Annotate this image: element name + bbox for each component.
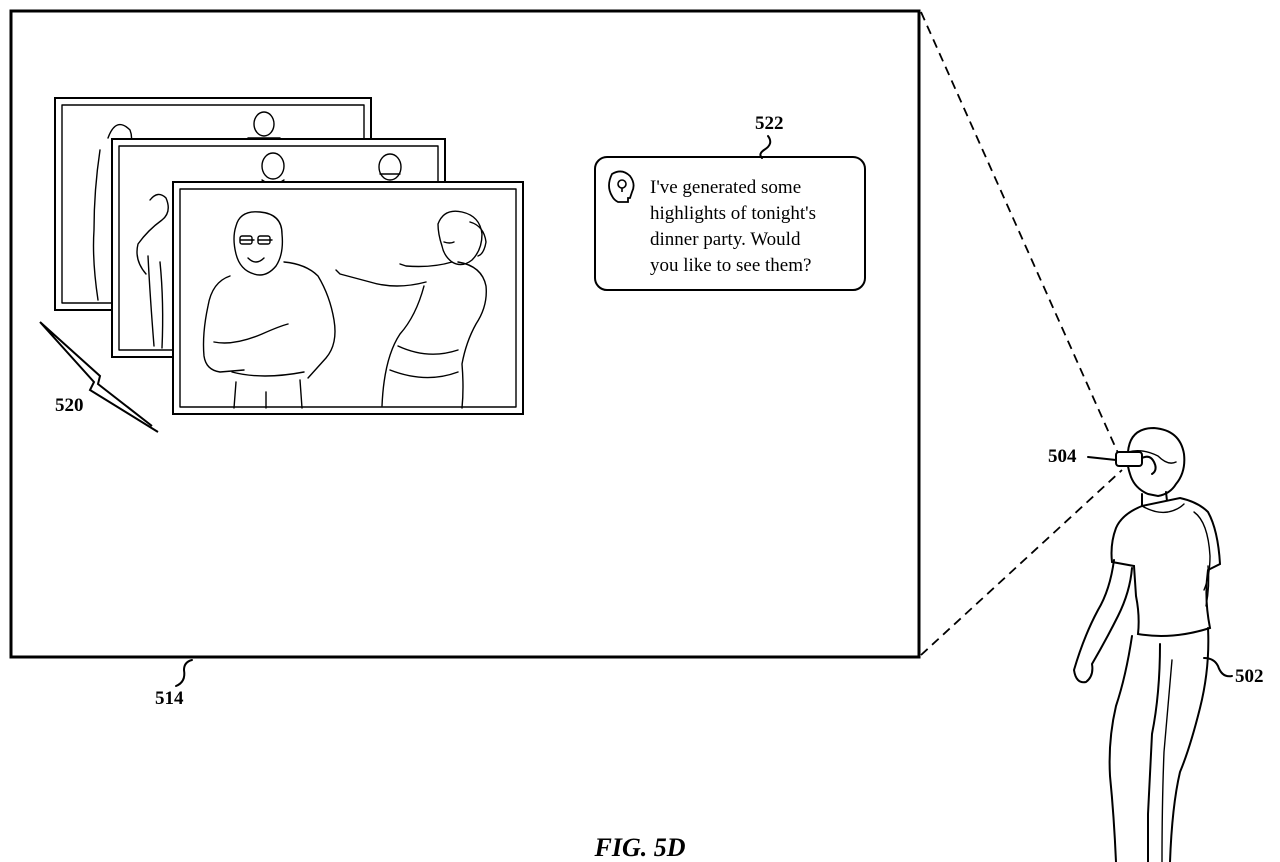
ref-label-user: 502 bbox=[1235, 666, 1264, 687]
highlight-card-front[interactable] bbox=[172, 181, 524, 415]
ref-label-headset: 504 bbox=[1048, 446, 1077, 467]
highlights-stack[interactable] bbox=[39, 97, 524, 433]
ref-label-display: 514 bbox=[155, 688, 184, 709]
figure-caption: FIG. 5D bbox=[593, 833, 685, 862]
projection-lines bbox=[920, 11, 1123, 656]
photo-laughing-man bbox=[202, 211, 336, 409]
notification-line-4: you like to see them? bbox=[650, 255, 811, 276]
ref-leader-headset bbox=[1087, 456, 1117, 461]
ref-label-highlights: 520 bbox=[55, 395, 84, 416]
notification-bubble[interactable]: I've generated some highlights of tonigh… bbox=[594, 156, 866, 291]
photo-pointing-woman bbox=[335, 210, 487, 409]
notification-line-1: I've generated some bbox=[650, 177, 801, 198]
ref-leader-user bbox=[1203, 657, 1233, 678]
ref-label-notification: 522 bbox=[755, 113, 784, 134]
ref-leader-notification bbox=[759, 135, 772, 159]
stack-bracket bbox=[39, 321, 159, 433]
notification-line-2: highlights of tonight's bbox=[650, 203, 816, 224]
headset-device bbox=[1115, 451, 1157, 475]
notification-line-3: dinner party. Would bbox=[650, 229, 801, 250]
assistant-head-icon bbox=[608, 170, 635, 203]
user-figure bbox=[1073, 426, 1222, 862]
ref-leader-display bbox=[175, 659, 193, 687]
